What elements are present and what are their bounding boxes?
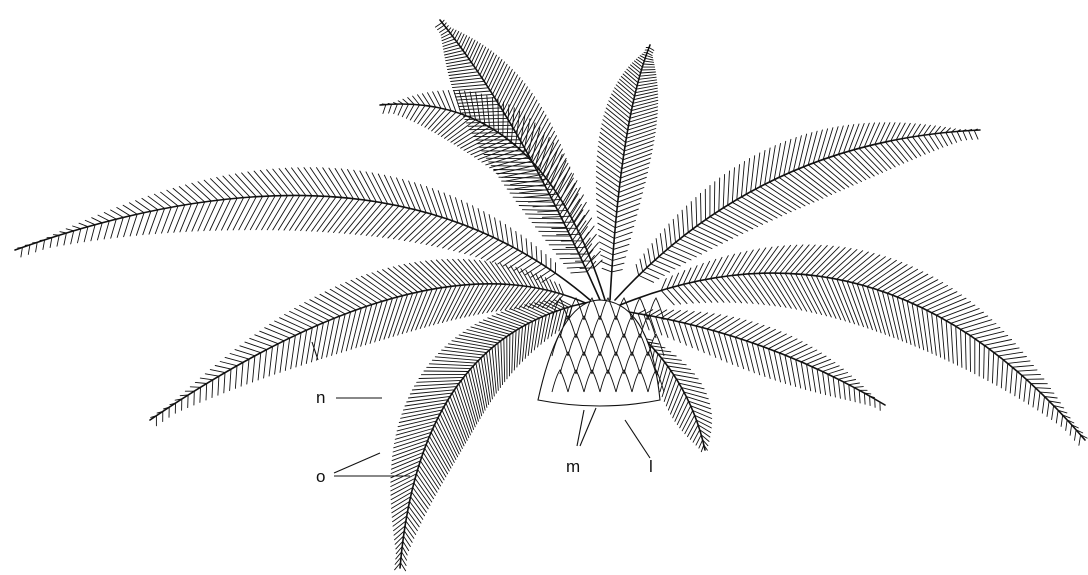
leaf-scale (632, 298, 648, 320)
frond-pinnae (636, 123, 978, 283)
leader-l (625, 420, 650, 458)
frond (596, 45, 658, 300)
leader-m-2 (580, 408, 596, 446)
frond-pinnae (596, 48, 658, 272)
fronds (15, 20, 1087, 571)
frond-pinnae (18, 168, 556, 283)
label-m: m (566, 457, 580, 476)
leader-m-1 (577, 410, 584, 446)
frond-pinnae (382, 90, 602, 268)
leader-n-2 (312, 342, 318, 360)
label-o: o (316, 467, 325, 486)
frond-pinnae (638, 310, 884, 411)
frond-rachis (620, 273, 1085, 440)
leader-o-1 (334, 453, 380, 473)
frond-pinnae (391, 300, 572, 571)
frond-rachis (610, 45, 650, 300)
frond-pinnae (661, 245, 1087, 445)
label-l: l (649, 457, 653, 476)
label-n: n (316, 388, 325, 407)
frond (15, 168, 590, 300)
frond-rachis (380, 104, 605, 300)
frond-rachis (150, 284, 590, 420)
